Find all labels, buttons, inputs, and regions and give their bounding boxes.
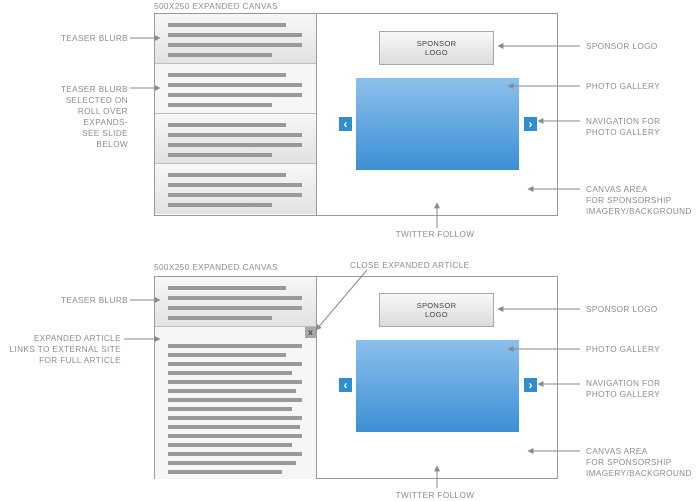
label-twitter-follow: TWITTER FOLLOW (395, 491, 475, 500)
label-teaser-blurb: TEASER BLURB (60, 296, 128, 305)
label-twitter-follow: TWITTER FOLLOW (395, 230, 475, 239)
label-canvas-area: CANVAS AREA FOR SPONSORSHIP IMAGERY/BACK… (586, 185, 692, 216)
teaser-blurb-selected[interactable] (155, 64, 316, 114)
canvas-title-top: 500x250 EXPANDED CANVAS (154, 2, 279, 11)
chevron-left-icon[interactable]: ‹ (339, 117, 352, 131)
teaser-blurb[interactable] (155, 14, 316, 64)
teaser-sidebar: x (155, 277, 317, 479)
label-sponsor-logo: SPONSOR LOGO (586, 305, 658, 314)
label-teaser-blurb: TEASER BLURB (60, 34, 128, 43)
teaser-blurb[interactable] (155, 277, 316, 327)
label-teaser-selected: TEASER BLURB SELECTED ON ROLL OVER EXPAN… (60, 85, 128, 149)
chevron-right-icon[interactable]: › (524, 378, 537, 392)
label-photo-gallery: PHOTO GALLERY (586, 345, 661, 354)
close-icon[interactable]: x (305, 327, 316, 338)
teaser-sidebar (155, 14, 317, 215)
teaser-blurb[interactable] (155, 114, 316, 164)
label-photo-gallery: PHOTO GALLERY (586, 82, 661, 91)
canvas-title-bottom: 500x250 EXPANDED CANVAS (154, 263, 279, 272)
photo-gallery[interactable] (356, 78, 519, 170)
teaser-blurb[interactable] (155, 164, 316, 214)
chevron-right-icon[interactable]: › (524, 117, 537, 131)
label-expanded-article: EXPANDED ARTICLE LINKS TO EXTERNAL SITE … (9, 334, 121, 365)
arrow-close (315, 269, 368, 331)
photo-gallery[interactable] (356, 340, 519, 432)
expanded-article[interactable]: x (155, 327, 316, 479)
label-close-expanded: CLOSE EXPANDED ARTICLE (350, 261, 470, 270)
label-canvas-area: CANVAS AREA FOR SPONSORSHIP IMAGERY/BACK… (586, 447, 692, 478)
label-sponsor-logo: SPONSOR LOGO (586, 42, 658, 51)
chevron-left-icon[interactable]: ‹ (339, 378, 352, 392)
